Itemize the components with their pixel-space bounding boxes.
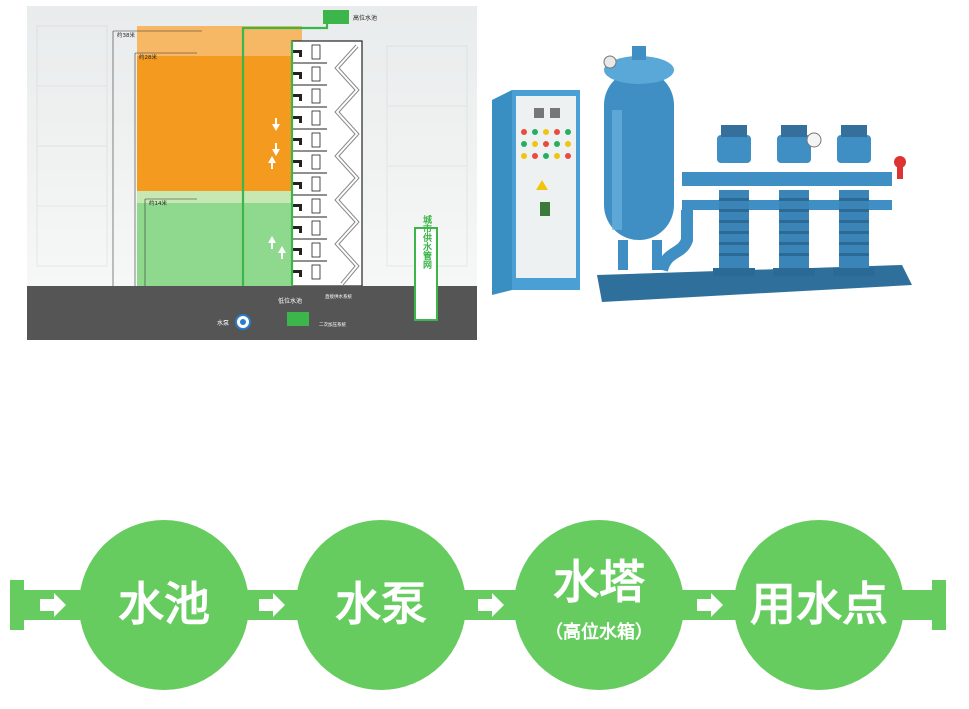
flow-node: 用水点 (734, 520, 904, 690)
ground (27, 286, 477, 340)
tap-icon (293, 264, 321, 280)
flow-node-circle (734, 520, 904, 690)
indicator-light (543, 129, 549, 135)
flow-node-sublabel: （高位水箱） (545, 621, 653, 643)
pump-unit (713, 125, 755, 276)
flow-node-circle (79, 520, 249, 690)
tap-icon (293, 110, 321, 126)
building (291, 40, 363, 287)
tap-icon (293, 242, 321, 258)
flow-node-circle (296, 520, 466, 690)
flow-node: 水泵 (296, 520, 466, 690)
flow-node-circle (514, 520, 684, 690)
pumps (713, 125, 875, 276)
height-mid-label: 约28米 (139, 53, 157, 61)
city-pipe-label: 城市供水管网 (421, 214, 433, 270)
pipe-inlet-cap (10, 580, 24, 630)
tap-icon (293, 154, 321, 170)
indicator-light (554, 141, 560, 147)
pipe-note-1: 直接供水系统 (325, 293, 352, 300)
zone-transition (137, 191, 302, 203)
city-pipe-box (414, 227, 438, 321)
flow-arrow-icon (259, 593, 285, 617)
flow-arrow-icon (697, 593, 723, 617)
tap-icon (293, 132, 321, 148)
high-tank-label: 高位水池 (353, 14, 377, 22)
indicator-light (565, 153, 571, 159)
indicator-light (565, 129, 571, 135)
tap-icon (293, 176, 321, 192)
height-top-label: 约38米 (117, 31, 135, 39)
flow-node-label: 水池 (118, 577, 210, 631)
pump-unit (833, 125, 875, 276)
manifold-pipe (682, 172, 892, 186)
lower-pressure-zone (137, 196, 302, 286)
indicator-light (532, 129, 538, 135)
flow-node-label: 水泵 (335, 577, 427, 631)
tap-icon (293, 44, 321, 60)
indicator-light (521, 153, 527, 159)
height-markers (112, 30, 202, 286)
tap-icon (293, 66, 321, 82)
indicator-light (554, 129, 560, 135)
pressure-gauge-icon (806, 132, 822, 148)
pump-unit (773, 125, 815, 276)
tap-icon (293, 88, 321, 104)
flow-arrow-icon (478, 593, 504, 617)
indicator-light (521, 141, 527, 147)
tap-icon (293, 198, 321, 214)
low-tank (287, 312, 309, 326)
flow-node: 水塔 （高位水箱） (514, 520, 684, 690)
indicator-light (521, 129, 527, 135)
low-tank-label: 低位水池 (278, 297, 302, 305)
tap-icon (293, 220, 321, 236)
indicator-light (543, 141, 549, 147)
control-cabinet (492, 90, 580, 295)
high-tank (323, 10, 349, 24)
indicator-light (543, 153, 549, 159)
indicator-light (565, 141, 571, 147)
indicator-light (532, 141, 538, 147)
flow-arrow-icon (40, 593, 66, 617)
pump-equipment-illustration (492, 46, 912, 302)
flow-node-label: 水塔 (553, 555, 646, 609)
flow-node-label: 用水点 (750, 577, 888, 631)
pump-label: 水泵 (217, 319, 229, 327)
pipe-note-2: 二次加压系统 (319, 321, 346, 328)
indicator-light (554, 153, 560, 159)
height-low-label: 约14米 (149, 199, 167, 207)
pipe-outlet-cap (932, 580, 946, 630)
water-supply-schematic: 约38米 约28米 约14米 高位水池 低位水池 直接供水系统 二次加压系统 水… (27, 6, 477, 340)
flow-diagram: 水池 水泵 水塔 （高位水箱） 用水点 (10, 520, 946, 690)
indicator-light (532, 153, 538, 159)
upper-zone-top (137, 26, 302, 56)
flow-node: 水池 (79, 520, 249, 690)
pressure-tank (603, 46, 674, 270)
